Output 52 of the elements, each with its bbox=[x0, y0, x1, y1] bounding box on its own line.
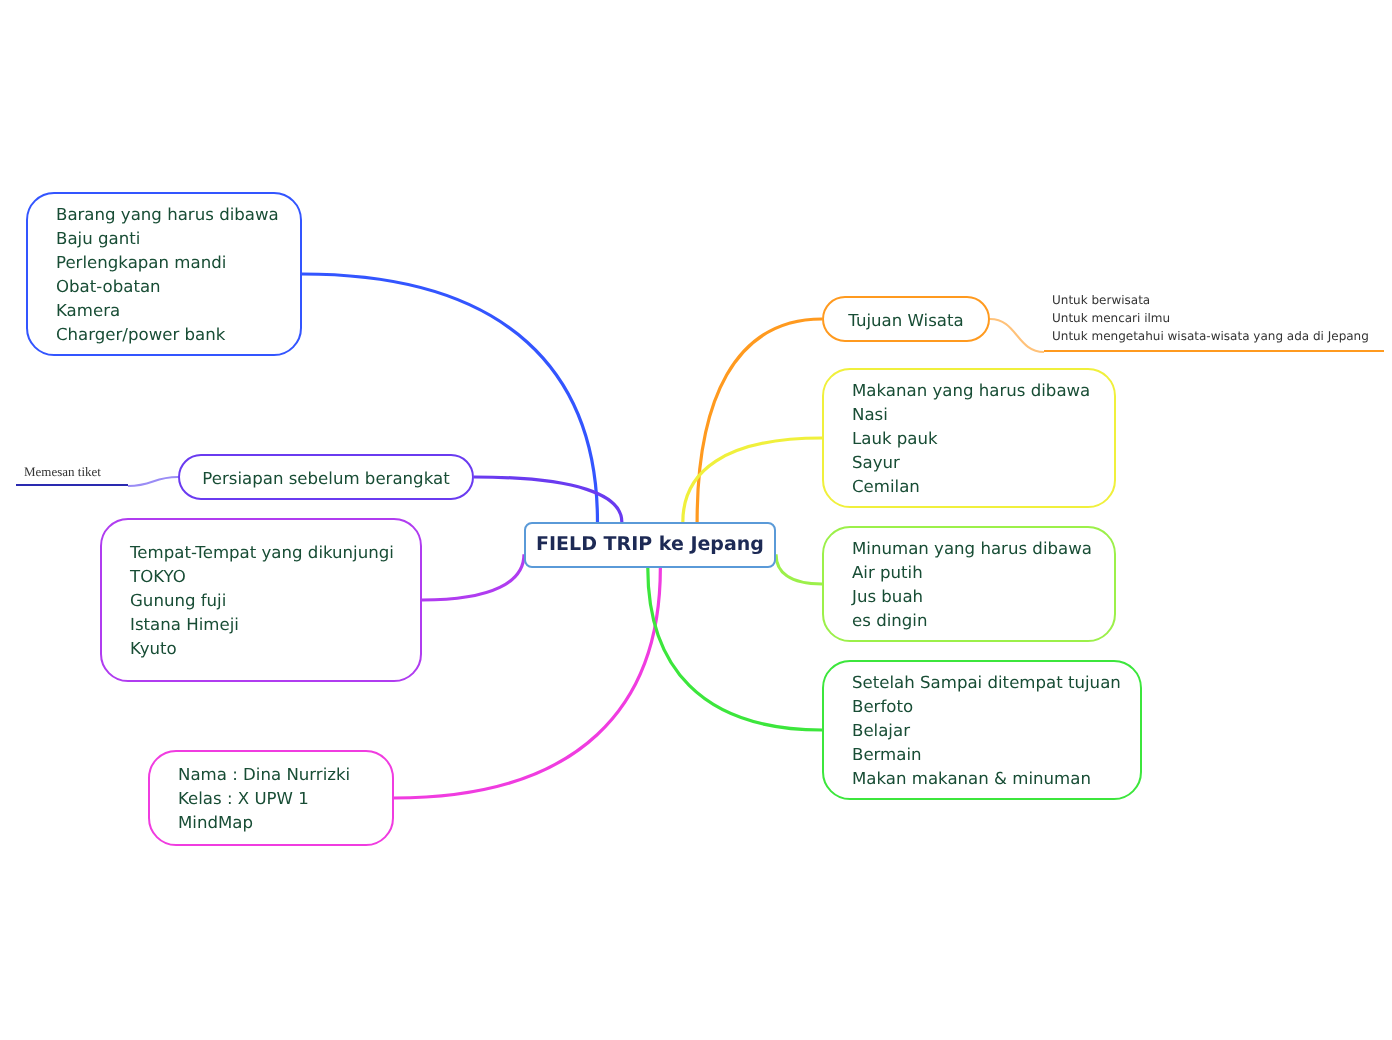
topic-text: TOKYO bbox=[130, 564, 188, 588]
branch-line bbox=[646, 567, 823, 732]
topic-box bbox=[178, 454, 474, 500]
underlined-subtopic bbox=[16, 464, 128, 486]
topic-text: Sayur bbox=[852, 450, 902, 474]
topic-text: Kelas : X UPW 1 bbox=[178, 786, 311, 810]
topic-text: Minuman yang harus dibawa bbox=[852, 536, 1094, 560]
topic-text: Makan makanan & minuman bbox=[852, 766, 1093, 790]
topic-text: Persiapan sebelum berangkat bbox=[202, 465, 450, 489]
topic-text: MindMap bbox=[178, 810, 255, 834]
topic-text: Bermain bbox=[852, 742, 924, 766]
topic-box bbox=[822, 660, 1142, 800]
branch-line bbox=[774, 554, 823, 586]
topic-text: Air putih bbox=[852, 560, 925, 584]
topic-box bbox=[822, 296, 990, 342]
topic-box bbox=[148, 750, 394, 846]
topic-box bbox=[100, 518, 422, 682]
topic-text: Istana Himeji bbox=[130, 612, 241, 636]
topic-text: Belajar bbox=[852, 718, 912, 742]
branch-line bbox=[421, 554, 526, 602]
topic-text: Barang yang harus dibawa bbox=[56, 202, 280, 226]
topic-text: Baju ganti bbox=[56, 226, 143, 250]
topic-text: Kyuto bbox=[130, 636, 179, 660]
topic-text: Lauk pauk bbox=[852, 426, 940, 450]
topic-text: Charger/power bank bbox=[56, 322, 228, 346]
topic-text: Cemilan bbox=[852, 474, 922, 498]
branch-line bbox=[301, 272, 600, 523]
topic-text: Nasi bbox=[852, 402, 890, 426]
topic-text: Gunung fuji bbox=[130, 588, 229, 612]
branch-line bbox=[695, 317, 823, 523]
topic-box bbox=[26, 192, 302, 356]
branch-line bbox=[989, 318, 1045, 353]
topic-text: FIELD TRIP ke Jepang bbox=[536, 533, 764, 557]
branch-line bbox=[127, 476, 179, 487]
branch-line bbox=[473, 475, 624, 523]
topic-text: Jus buah bbox=[852, 584, 926, 608]
topic-text: Tujuan Wisata bbox=[848, 307, 964, 331]
topic-box bbox=[822, 526, 1116, 642]
branch-line bbox=[681, 436, 823, 523]
topic-text: Setelah Sampai ditempat tujuan bbox=[852, 670, 1120, 694]
topic-box bbox=[822, 368, 1116, 508]
topic-text: Obat-obatan bbox=[56, 274, 163, 298]
branch-line bbox=[393, 567, 662, 800]
topic-text: Perlengkapan mandi bbox=[56, 250, 229, 274]
topic-text: Berfoto bbox=[852, 694, 916, 718]
underlined-subtopic bbox=[1044, 290, 1384, 352]
topic-text: Makanan yang harus dibawa bbox=[852, 378, 1093, 402]
topic-text: Nama : Dina Nurrizki bbox=[178, 762, 353, 786]
topic-text: Kamera bbox=[56, 298, 123, 322]
topic-text: Tempat-Tempat yang dikunjungi bbox=[130, 540, 396, 564]
topic-text: es dingin bbox=[852, 608, 930, 632]
central-topic-box bbox=[524, 522, 776, 568]
